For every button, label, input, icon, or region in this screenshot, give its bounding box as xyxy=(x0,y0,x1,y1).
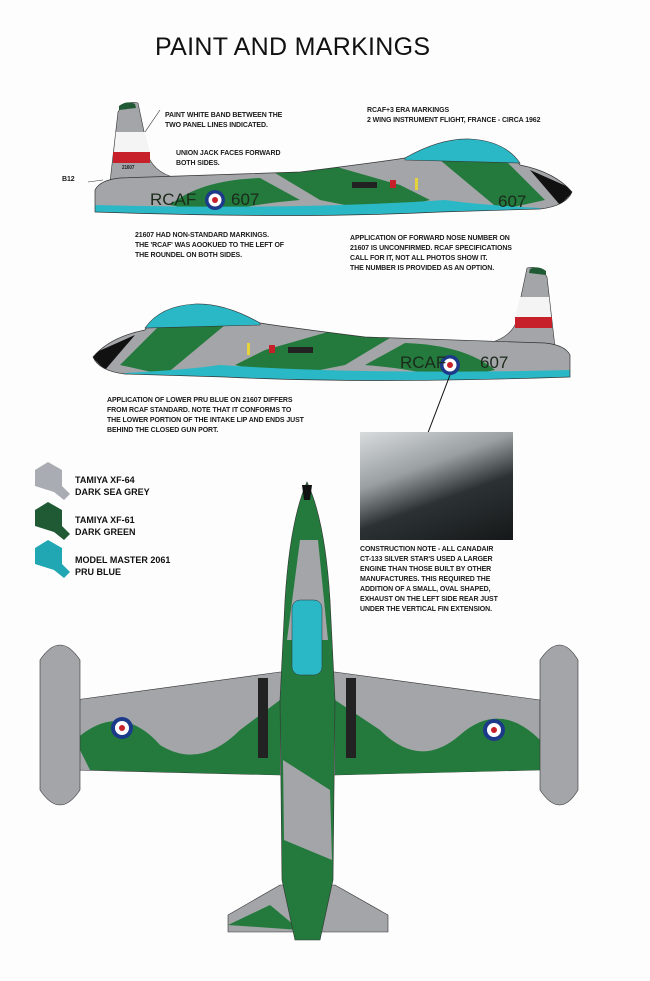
reference-photo xyxy=(360,432,513,540)
page-title: PAINT AND MARKINGS xyxy=(155,33,431,61)
paint-chips xyxy=(35,462,70,578)
side-profile-right xyxy=(85,267,575,395)
plan-view xyxy=(39,481,579,941)
fuselage-number-2: 607 xyxy=(480,353,509,372)
note-b12: B12 xyxy=(62,174,75,183)
paint-chip-blue xyxy=(35,540,70,578)
fuselage-rcaf-1: RCAF xyxy=(150,190,197,209)
note-pru-blue: APPLICATION OF LOWER PRU BLUE ON 21607 D… xyxy=(107,395,304,434)
paint-chip-grey xyxy=(35,462,70,500)
fuselage-rcaf-2: RCAF xyxy=(400,353,447,372)
tail-serial: 21607 xyxy=(122,165,135,171)
note-non-standard: 21607 HAD NON-STANDARD MARKINGS.THE 'RCA… xyxy=(135,230,284,259)
fuselage-number-1: 607 xyxy=(231,190,260,209)
nose-number-1: 607 xyxy=(498,192,527,211)
paint-chip-green xyxy=(35,502,70,540)
